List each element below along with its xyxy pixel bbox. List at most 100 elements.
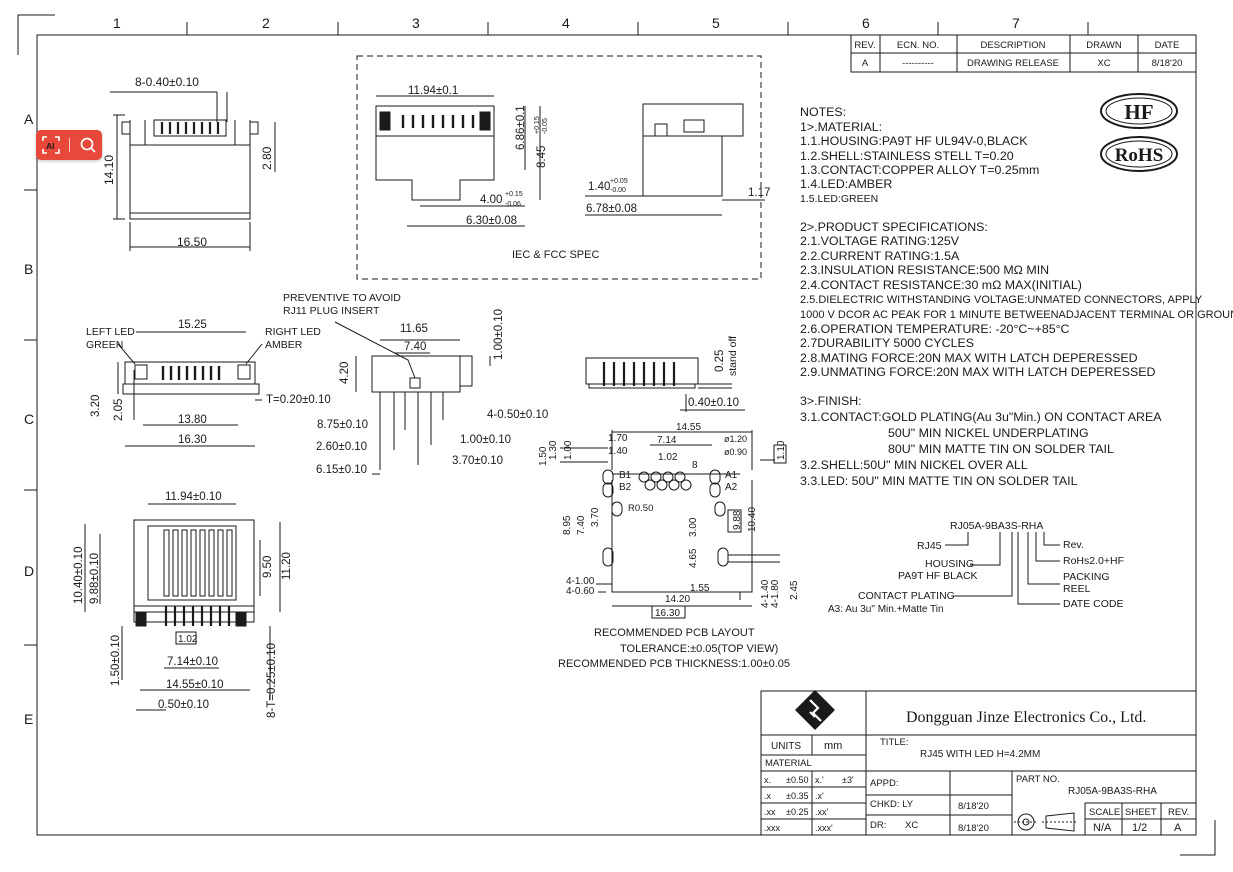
svg-text:8.95: 8.95 [562, 515, 573, 535]
svg-text:REEL: REEL [1063, 583, 1091, 595]
revision-table: REV. ECN. NO. DESCRIPTION DRAWN DATE A -… [850, 34, 1197, 73]
svg-text:8/18'20: 8/18'20 [958, 823, 989, 834]
hf-badge: HF [1100, 93, 1178, 129]
dim-text: 8-0.40±0.10 [135, 75, 199, 89]
svg-text:1.00: 1.00 [563, 440, 574, 460]
ai-scan-button[interactable]: AI [40, 134, 62, 156]
note-line: 2.6.OPERATION TEMPERATURE: -20°C~+85°C [800, 322, 1070, 336]
pcb-layout-view [560, 430, 780, 607]
svg-text:2.05: 2.05 [113, 399, 125, 421]
col-label: 6 [862, 15, 870, 31]
row-label: B [24, 261, 33, 277]
svg-text:AI: AI [46, 141, 55, 151]
svg-text:10.40: 10.40 [747, 507, 758, 532]
drawn-header: DRAWN [1086, 40, 1122, 51]
svg-text:8/18'20: 8/18'20 [958, 801, 989, 812]
svg-text:PA9T HF BLACK: PA9T HF BLACK [898, 570, 978, 582]
note-line: 1.1.HOUSING:PA9T HF UL94V-0,BLACK [800, 134, 1028, 148]
svg-text:4.00: 4.00 [480, 194, 502, 206]
svg-text:RJ45: RJ45 [917, 540, 942, 552]
plug-note: RJ11 PLUG INSERT [283, 305, 380, 317]
svg-text:stand off: stand off [727, 336, 739, 376]
pcb-caption: TOLERANCE:±0.05(TOP VIEW) [620, 643, 778, 655]
top-left-view [110, 91, 276, 251]
svg-text:14.20: 14.20 [665, 594, 690, 605]
col-label: 3 [412, 15, 420, 31]
note-line: 50U" MIN NICKEL UNDERPLATING [888, 426, 1089, 440]
svg-text:11.20: 11.20 [281, 552, 293, 580]
svg-text:RIGHT LED: RIGHT LED [265, 326, 321, 338]
description-value: DRAWING RELEASE [967, 58, 1059, 69]
svg-text:±0.35: ±0.35 [786, 791, 808, 801]
date-value: 8/18'20 [1152, 58, 1183, 69]
svg-text:A2: A2 [725, 482, 738, 493]
iec-view-front [375, 95, 541, 227]
search-button[interactable] [77, 134, 99, 156]
svg-text:CONTACT PLATING: CONTACT PLATING [858, 590, 955, 602]
svg-text:3.70: 3.70 [590, 507, 601, 527]
company-name: Dongguan Jinze Electronics Co., Ltd. [906, 709, 1146, 726]
pcb-caption: RECOMMENDED PCB LAYOUT [594, 627, 755, 639]
svg-text:RoHs2.0+HF: RoHs2.0+HF [1063, 555, 1124, 567]
row-label: E [24, 711, 33, 727]
svg-text:7.40: 7.40 [576, 515, 587, 535]
note-line: 1000 V DCOR AC PEAK FOR 1 MINUTE BETWEEN… [800, 309, 1233, 321]
svg-text:4.20: 4.20 [339, 362, 351, 384]
svg-text:0.50±0.10: 0.50±0.10 [158, 699, 209, 711]
part-code-breakdown: RJ05A-9BA3S-RHA RJ45 HOUSING PA9T HF BLA… [828, 520, 1124, 615]
company-logo [795, 690, 835, 730]
description-header: DESCRIPTION [981, 40, 1046, 51]
row-label: C [24, 411, 34, 427]
col-label: 5 [712, 15, 720, 31]
svg-text:±0.50: ±0.50 [786, 775, 808, 785]
svg-text:1.55: 1.55 [690, 583, 710, 594]
svg-text:6.78±0.08: 6.78±0.08 [586, 203, 637, 215]
notes-heading: NOTES: [800, 105, 846, 119]
svg-text:8.75±0.10: 8.75±0.10 [317, 419, 368, 431]
svg-text:B1: B1 [619, 470, 632, 481]
svg-text:8.45: 8.45 [536, 146, 548, 168]
ecn-header: ECN. NO. [897, 40, 939, 51]
note-line: 1.2.SHELL:STAINLESS STELL T=0.20 [800, 149, 1014, 163]
svg-text:4-1.00: 4-1.00 [566, 576, 595, 587]
svg-text:+0.05: +0.05 [610, 178, 628, 185]
svg-text:0.25: 0.25 [714, 350, 726, 372]
svg-text:ø0.90: ø0.90 [724, 447, 747, 457]
svg-text:APPD:: APPD: [870, 778, 899, 789]
svg-text:MATERIAL: MATERIAL [765, 758, 812, 769]
svg-text:mm: mm [824, 740, 842, 752]
svg-text:13.80: 13.80 [178, 414, 207, 426]
svg-text:1.17: 1.17 [748, 187, 770, 199]
svg-text:4-0.60: 4-0.60 [566, 586, 595, 597]
svg-text:9.88±0.10: 9.88±0.10 [89, 553, 101, 604]
svg-text:11.65: 11.65 [400, 323, 428, 335]
svg-text:T=0.20±0.10: T=0.20±0.10 [266, 394, 331, 406]
svg-text:1.00±0.10: 1.00±0.10 [460, 434, 511, 446]
svg-text:GREEN: GREEN [86, 339, 123, 351]
svg-text:DR:: DR: [870, 820, 886, 831]
drawing-title: RJ45 WITH LED H=4.2MM [920, 749, 1040, 760]
svg-text:RoHS: RoHS [1115, 145, 1164, 166]
search-icon [80, 137, 96, 153]
svg-text:PACKING: PACKING [1063, 571, 1109, 583]
plug-note: PREVENTIVE TO AVOID [283, 292, 401, 304]
svg-text:8: 8 [692, 460, 698, 471]
col-label: 4 [562, 15, 570, 31]
svg-text:.x': .x' [815, 791, 824, 801]
dim-text: 2.80 [260, 146, 274, 170]
svg-text:-0.00: -0.00 [610, 187, 626, 194]
svg-text:7.40: 7.40 [404, 341, 426, 353]
note-line: 2.5.DIELECTRIC WITHSTANDING VOLTAGE:UNMA… [800, 294, 1203, 306]
rev-header: REV. [854, 40, 875, 51]
note-line: 2.3.INSULATION RESISTANCE:500 MΩ MIN [800, 263, 1049, 277]
ecn-value: ---------- [902, 58, 934, 69]
svg-text:4-1.40: 4-1.40 [760, 579, 771, 608]
svg-text:3.00: 3.00 [688, 517, 699, 537]
svg-text:4.65: 4.65 [688, 548, 699, 568]
col-label: 2 [262, 15, 270, 31]
svg-text:6.86±0.1: 6.86±0.1 [515, 105, 527, 150]
note-line: 2.4.CONTACT RESISTANCE:30 mΩ MAX(INITIAL… [800, 278, 1082, 292]
svg-text:2.60±0.10: 2.60±0.10 [316, 441, 367, 453]
svg-text:±0.25: ±0.25 [786, 807, 808, 817]
